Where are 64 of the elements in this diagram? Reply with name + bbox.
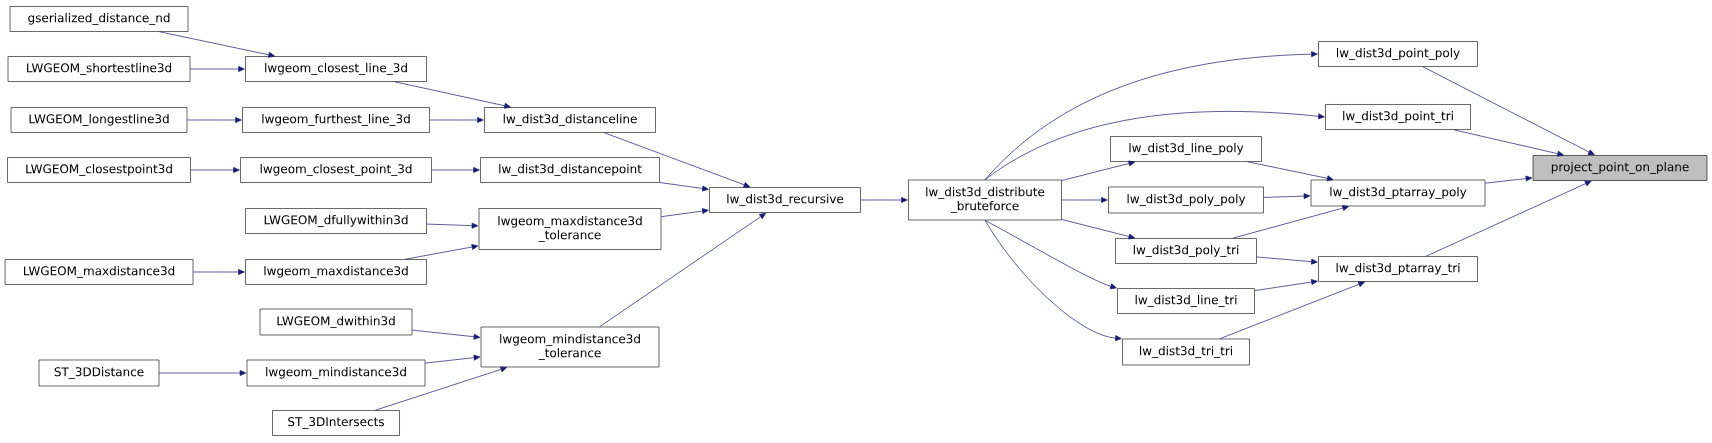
function-box: lwgeom_maxdistance3d _tolerance [478,208,662,250]
function-box: ST_3DDistance [38,359,160,387]
function-box: LWGEOM_longestline3d [10,107,188,133]
function-box: lw_dist3d_line_poly [1110,136,1262,162]
function-box: lwgeom_mindistance3d [246,359,426,387]
arrow [659,182,709,192]
arrow [1061,197,1108,203]
function-box: lw_dist3d_recursive [709,187,861,213]
function-box: lw_dist3d_distribute _bruteforce [908,179,1062,221]
arrow [984,219,1117,290]
arrow [1422,66,1595,156]
arrow [424,354,481,364]
function-box: lwgeom_maxdistance3d [245,259,427,285]
arrow [1484,175,1533,184]
arrow [1453,129,1564,157]
arrow [1232,205,1349,239]
function-box: lwgeom_mindistance3d _tolerance [480,326,660,368]
arrow [190,167,240,173]
arrow [158,370,247,376]
function-box: project_point_on_plane [1532,155,1708,181]
arrow [984,219,1122,341]
function-box: lwgeom_closest_line_3d [245,56,427,82]
arrow [189,66,245,72]
function-box: lw_dist3d_point_poly [1318,41,1478,67]
arrow [1263,193,1311,199]
arrow [860,197,908,203]
arrow [984,111,1325,181]
arrow [394,81,511,109]
arrow [405,244,479,260]
function-box: lw_dist3d_poly_poly [1108,186,1264,214]
arrow [1247,161,1334,182]
arrow [429,117,484,123]
function-box: lwgeom_furthest_line_3d [242,107,430,133]
function-box: lw_dist3d_distancepoint [480,157,660,183]
function-box: lw_dist3d_ptarray_poly [1310,179,1486,207]
arrow [660,208,709,218]
function-box: LWGEOM_dfullywithin3d [245,208,427,234]
function-box: LWGEOM_closestpoint3d [7,157,191,183]
function-box: lw_dist3d_line_tri [1117,288,1255,314]
arrow [192,269,245,275]
arrow [1254,279,1318,291]
function-box: lwgeom_closest_point_3d [240,157,432,183]
function-box: LWGEOM_dwithin3d [259,308,413,336]
arrow [159,31,275,58]
function-box: LWGEOM_shortestline3d [7,56,191,82]
function-box: lw_dist3d_ptarray_tri [1318,256,1478,282]
arrow [984,51,1318,181]
function-box: lw_dist3d_tri_tri [1122,338,1250,366]
arrow [375,366,508,411]
arrow [1425,180,1592,257]
arrow [1256,256,1318,265]
arrow [599,212,766,328]
function-box: lw_dist3d_poly_tri [1115,238,1257,264]
function-box: lw_dist3d_point_tri [1325,104,1471,130]
arrow [431,167,480,173]
function-box: ST_3DIntersects [272,410,400,436]
arrow [1061,219,1136,240]
arrow [186,117,242,123]
arrow [411,329,481,340]
arrow [426,222,479,229]
arrow [1061,160,1136,181]
function-box: LWGEOM_maxdistance3d [4,259,194,285]
function-box: gserialized_distance_nd [9,6,189,32]
function-box: lw_dist3d_distanceline [484,107,656,133]
